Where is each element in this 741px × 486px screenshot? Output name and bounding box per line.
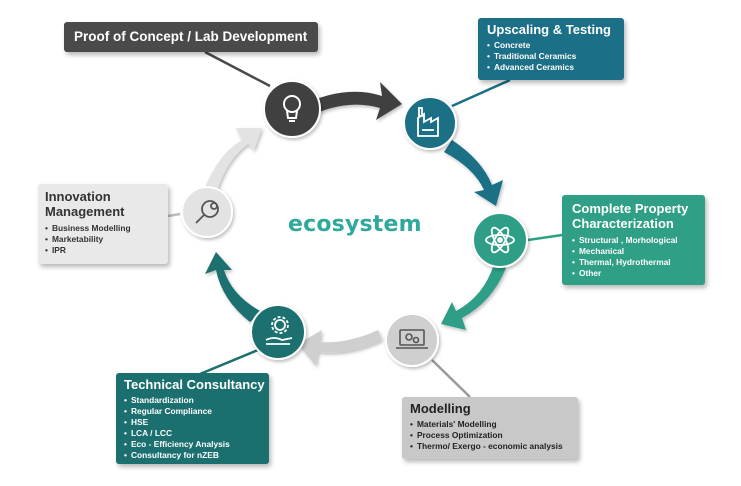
connector-characterization xyxy=(527,233,563,242)
list-item: Regular Compliance xyxy=(124,406,269,417)
node-consultancy xyxy=(250,304,306,360)
stage-box-proof-of-concept: Proof of Concept / Lab Development xyxy=(64,22,318,52)
center-label: ecosystem xyxy=(288,212,422,237)
list-item: Structural , Morhological xyxy=(572,235,705,246)
list-item: HSE xyxy=(124,417,269,428)
connector-upscaling xyxy=(451,78,511,108)
stage-items: Concrete Traditional Ceramics Advanced C… xyxy=(487,40,624,73)
list-item: LCA / LCC xyxy=(124,428,269,439)
hand-gear-icon xyxy=(265,316,293,345)
node-poc xyxy=(263,80,321,138)
stage-title: Proof of Concept / Lab Development xyxy=(74,29,308,44)
arrow-characterization-to-modelling xyxy=(441,264,506,330)
arrow-upscaling-to-characterization xyxy=(444,140,503,206)
stage-title: Complete Property Characterization xyxy=(572,201,705,231)
stage-items: Materials' Modelling Process Optimizatio… xyxy=(410,419,578,452)
list-item: Eco - Efficiency Analysis xyxy=(124,439,269,450)
list-item: Advanced Ceramics xyxy=(487,62,624,73)
stage-title: Upscaling & Testing xyxy=(487,22,611,37)
node-modelling xyxy=(385,313,439,367)
stage-box-technical-consultancy: Technical Consultancy Standardization Re… xyxy=(116,373,269,464)
laptop-gear-icon xyxy=(396,329,428,349)
stage-box-characterization: Complete Property Characterization Struc… xyxy=(562,195,705,285)
node-upscaling xyxy=(403,96,457,150)
magnifier-gear-icon xyxy=(195,200,219,224)
list-item: Consultancy for nZEB xyxy=(124,450,269,461)
arrow-consultancy-to-innovation xyxy=(205,252,262,322)
stage-title-line: Characterization xyxy=(572,216,674,231)
list-item: Business Modelling xyxy=(45,223,168,234)
list-item: Concrete xyxy=(487,40,624,51)
list-item: Mechanical xyxy=(572,246,705,257)
stage-items: Standardization Regular Compliance HSE L… xyxy=(124,395,269,461)
stage-title: Technical Consultancy xyxy=(124,377,265,392)
stage-title-line: Complete Property xyxy=(572,201,689,216)
stage-title-line: Management xyxy=(45,204,125,219)
arrow-innovation-to-poc xyxy=(204,128,262,194)
lightbulb-icon xyxy=(283,95,301,122)
stage-box-innovation-management: Innovation Management Business Modelling… xyxy=(38,184,168,264)
stage-title: Modelling xyxy=(410,401,471,416)
list-item: Traditional Ceramics xyxy=(487,51,624,62)
arrow-poc-to-upscaling xyxy=(300,82,402,120)
list-item: Standardization xyxy=(124,395,269,406)
list-item: Thermo/ Exergo - economic analysis xyxy=(410,441,578,452)
stage-box-modelling: Modelling Materials' Modelling Process O… xyxy=(402,397,578,459)
connector-consultancy xyxy=(199,348,259,376)
list-item: Marketability xyxy=(45,234,168,245)
stage-box-upscaling: Upscaling & Testing Concrete Traditional… xyxy=(478,18,624,80)
stage-title-line: Innovation xyxy=(45,189,111,204)
atom-icon xyxy=(485,226,515,254)
list-item: Materials' Modelling xyxy=(410,419,578,430)
stage-items: Business Modelling Marketability IPR xyxy=(45,223,168,256)
connector-innovation xyxy=(167,212,181,218)
list-item: IPR xyxy=(45,245,168,256)
stage-title: Innovation Management xyxy=(45,189,168,219)
factory-icon xyxy=(417,107,439,137)
connector-poc xyxy=(204,50,271,88)
list-item: Thermal, Hydrothermal xyxy=(572,257,705,268)
list-item: Process Optimization xyxy=(410,430,578,441)
connector-modelling xyxy=(431,359,471,398)
list-item: Other xyxy=(572,268,705,279)
stage-items: Structural , Morhological Mechanical The… xyxy=(572,235,705,279)
arrow-modelling-to-consultancy xyxy=(298,330,382,366)
node-innovation xyxy=(181,186,233,238)
